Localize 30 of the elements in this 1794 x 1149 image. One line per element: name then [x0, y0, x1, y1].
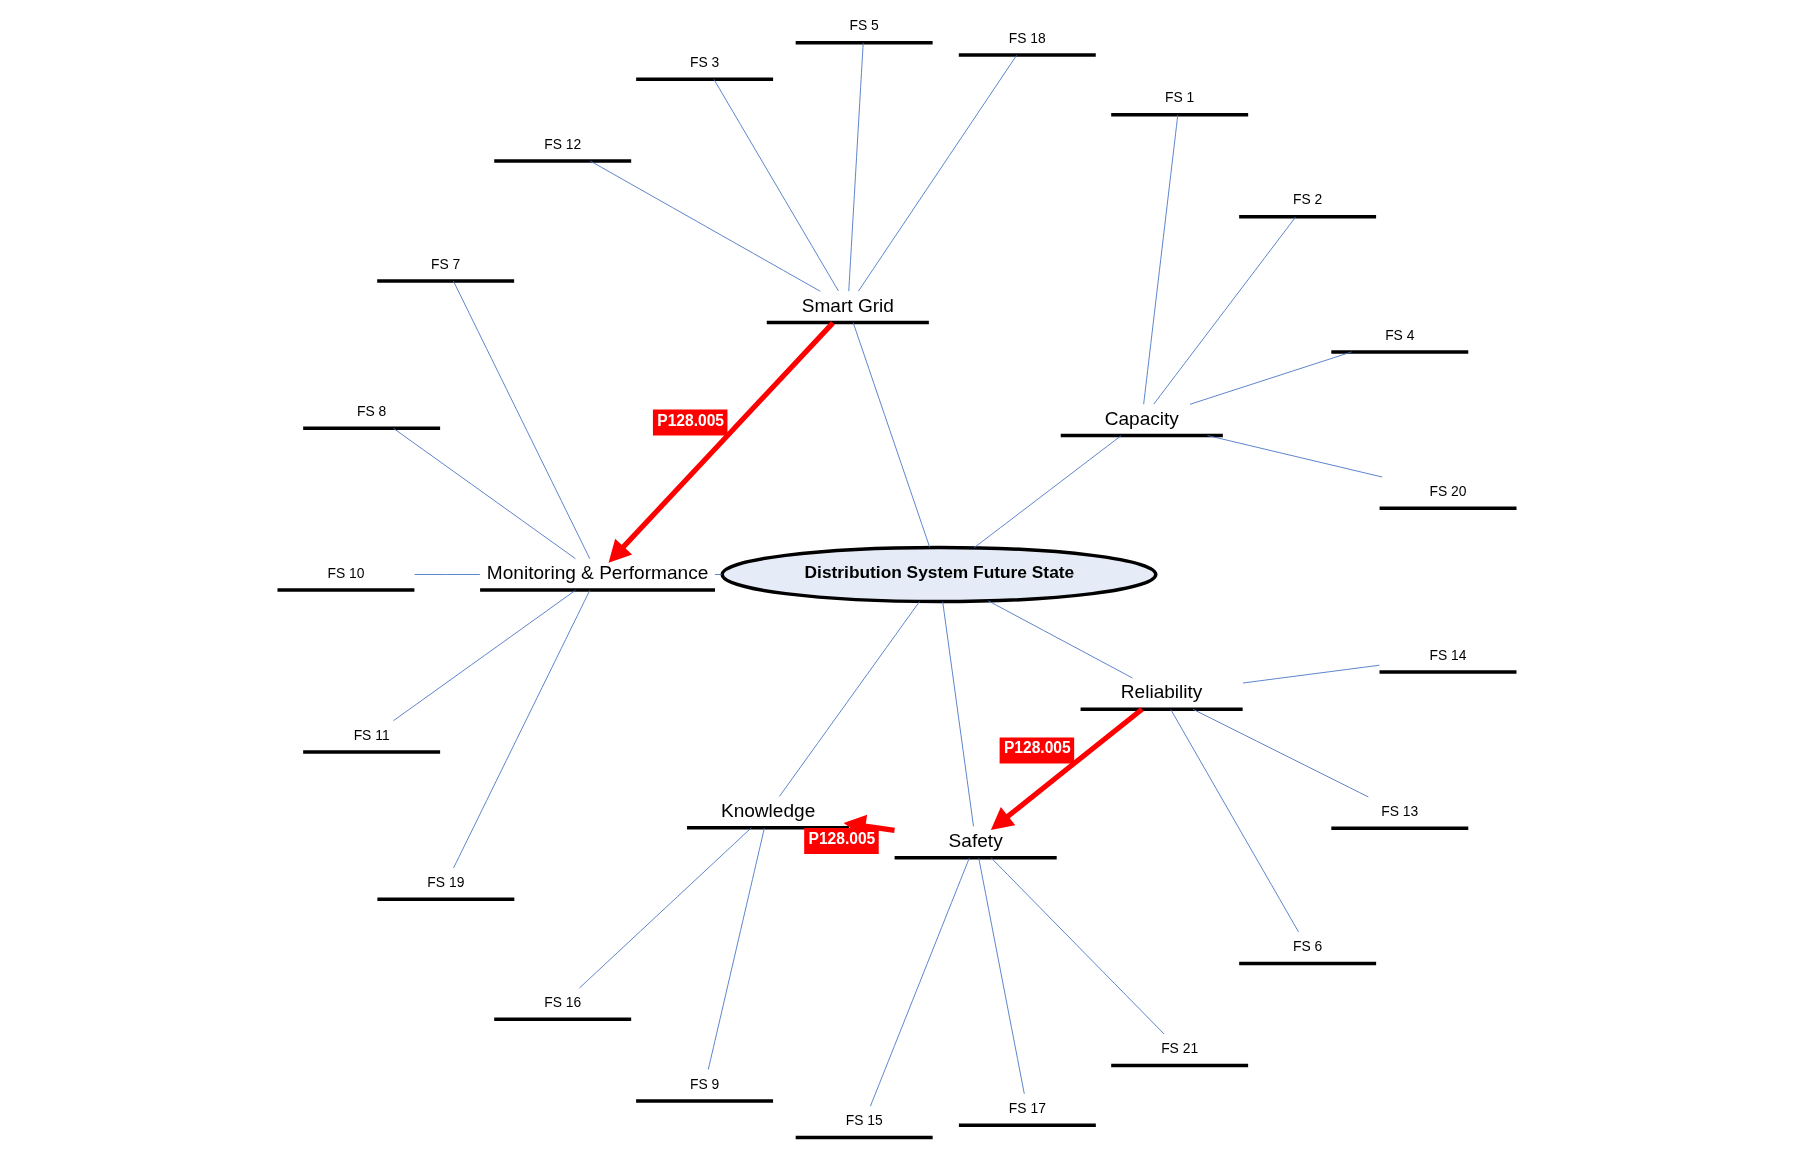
node-text: Smart Grid	[801, 294, 894, 316]
node-text: FS 5	[849, 17, 879, 34]
edge-label: P128.005	[1003, 739, 1071, 757]
edge-label: P128.005	[657, 411, 725, 429]
node-text: FS 8	[357, 403, 387, 419]
node-text: FS 20	[1429, 482, 1467, 499]
node-text: FS 11	[353, 726, 390, 743]
node-text: FS 10	[327, 564, 365, 581]
node-text: FS 6	[1293, 938, 1323, 955]
node-text: Knowledge	[720, 800, 816, 822]
node-text: FS 1	[1165, 89, 1195, 106]
node-text: FS 15	[845, 1112, 883, 1129]
node-text: FS 12	[544, 135, 582, 152]
node-text: FS 3	[689, 53, 720, 70]
node-text: FS 21	[1161, 1040, 1199, 1057]
node-text: FS 7	[431, 255, 461, 272]
node-text: Reliability	[1120, 681, 1203, 703]
node-text: FS 17	[1008, 1099, 1046, 1116]
node-text: FS 16	[544, 993, 582, 1010]
node-text: FS 18	[1008, 29, 1046, 46]
node-text: FS 14	[1429, 646, 1467, 663]
node-text: Safety	[948, 829, 1003, 851]
node-text: FS 4	[1385, 326, 1415, 343]
node-text: FS 9	[689, 1075, 720, 1092]
node-text: FS 13	[1381, 802, 1419, 819]
node-text: Capacity	[1104, 407, 1179, 429]
edge-label: P128.005	[808, 830, 876, 848]
node-text: Monitoring & Performance	[486, 562, 709, 584]
node-text: FS 19	[427, 874, 465, 890]
node-text: FS 2	[1292, 191, 1323, 208]
